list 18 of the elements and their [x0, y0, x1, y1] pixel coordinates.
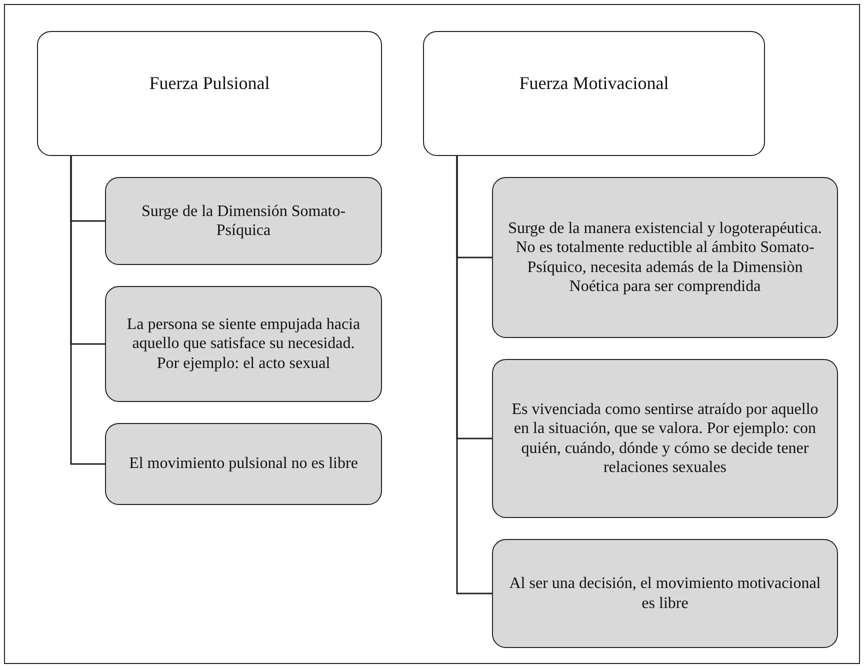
- content-box: [492, 539, 838, 648]
- body-text: El movimiento pulsional no es libre: [129, 454, 358, 474]
- body-text: Surge de la manera existencial y logoterapéutica. No es totalmente reductible al ámbito Somato-Psíquico, necesita además de la Dimensiòn Noética para ser comprendida: [507, 219, 823, 296]
- body-text: Al ser una decisión, el movimiento motivacional es libre: [508, 574, 822, 613]
- heading-text: Fuerza Motivacional: [519, 73, 669, 94]
- body-text: Surge de la Dimensión Somato-Psíquica: [140, 202, 347, 240]
- heading-box: [423, 31, 765, 156]
- content-box: [492, 177, 838, 338]
- body-text: La persona se siente empujada hacia aquello que satisface su necesidad. Por ejemplo: el acto sexual: [126, 315, 362, 373]
- body-text: Es vivenciada como sentirse atraído por aquello en la situación, que se valora. Por ejemplo: con quién, cuándo, dónde y cómo se decide tener relaciones sexuales: [510, 400, 820, 477]
- connector-line: [456, 156, 492, 594]
- content-box: [492, 359, 838, 518]
- content-box: [105, 286, 382, 402]
- connector-line: [70, 156, 105, 465]
- heading-text: Fuerza Pulsional: [149, 73, 270, 94]
- content-box: [105, 423, 382, 505]
- content-box: [105, 177, 382, 265]
- heading-box: [37, 31, 382, 156]
